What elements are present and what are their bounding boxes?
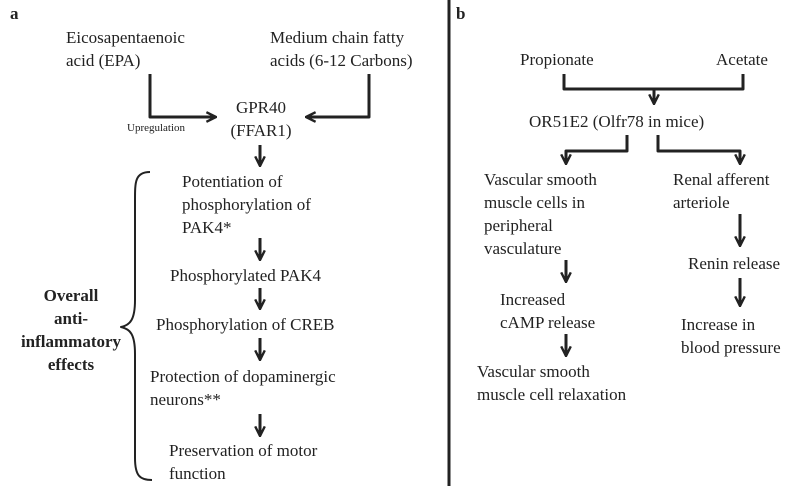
vsmc-line-1: Vascular smooth <box>484 170 597 189</box>
arrow-merge-line <box>562 74 745 91</box>
effects-line-1: Overall <box>43 286 99 305</box>
protection-line-1: Protection of dopaminergic <box>150 367 336 386</box>
effects-line-3: inflammatory <box>20 332 122 351</box>
acetate-node: Acetate <box>716 50 768 69</box>
relaxation-node: Vascular smooth muscle cell relaxation <box>477 360 626 406</box>
pressure-line-2: blood pressure <box>681 338 781 357</box>
effects-line-2: anti- <box>54 309 88 328</box>
pressure-node: Increase in blood pressure <box>681 313 781 359</box>
camp-line-1: Increased <box>500 290 566 309</box>
relaxation-line-1: Vascular smooth <box>477 362 590 381</box>
vsmc-node: Vascular smooth muscle cells in peripher… <box>484 168 597 260</box>
panel-a-label: a <box>10 4 19 23</box>
gpr40-node: GPR40 (FFAR1) <box>215 96 307 142</box>
effects-label: Overall anti- inflammatory effects <box>16 284 126 376</box>
potentiation-line-1: Potentiation of <box>182 172 283 191</box>
epa-node: Eicosapentaenoic acid (EPA) <box>66 26 185 72</box>
arteriole-node: Renal afferent arteriole <box>673 168 769 214</box>
pressure-line-1: Increase in <box>681 315 756 334</box>
protection-line-2: neurons** <box>150 390 221 409</box>
preservation-node: Preservation of motor function <box>169 439 317 485</box>
propionate-node: Propionate <box>520 50 594 69</box>
arrow-receptor-to-vsmc <box>566 135 629 164</box>
camp-line-2: cAMP release <box>500 313 596 332</box>
mcfa-node: Medium chain fatty acids (6-12 Carbons) <box>270 26 413 72</box>
vsmc-line-4: vasculature <box>484 239 562 258</box>
arrow-epa-to-gpr40 <box>148 74 216 117</box>
renin-node: Renin release <box>688 254 781 273</box>
preservation-line-2: function <box>169 464 226 483</box>
potentiation-line-3: PAK4* <box>182 218 232 237</box>
vsmc-line-3: peripheral <box>484 216 553 235</box>
relaxation-line-2: muscle cell relaxation <box>477 385 627 404</box>
phosphorylated-pak4-node: Phosphorylated PAK4 <box>170 266 321 285</box>
epa-line-2: acid (EPA) <box>66 51 141 70</box>
arrow-receptor-to-arteriole <box>656 135 740 164</box>
epa-line-1: Eicosapentaenoic <box>66 28 185 47</box>
mcfa-line-1: Medium chain fatty <box>270 28 405 47</box>
preservation-line-1: Preservation of motor <box>169 441 318 460</box>
receptor-node: OR51E2 (Olfr78 in mice) <box>529 112 705 131</box>
arrow-mcfa-to-gpr40 <box>306 74 371 117</box>
potentiation-node: Potentiation of phosphorylation of PAK4* <box>182 170 311 239</box>
arteriole-line-1: Renal afferent <box>673 170 770 189</box>
gpr40-line-2: (FFAR1) <box>230 121 292 140</box>
potentiation-line-2: phosphorylation of <box>182 195 311 214</box>
upregulation-label: Upregulation <box>127 122 186 134</box>
panel-b-label: b <box>456 4 466 23</box>
gpr40-line-1: GPR40 <box>235 98 287 117</box>
camp-node: Increased cAMP release <box>500 288 595 334</box>
arteriole-line-2: arteriole <box>673 193 730 212</box>
effects-line-4: effects <box>47 355 95 374</box>
creb-node: Phosphorylation of CREB <box>156 315 335 334</box>
vsmc-line-2: muscle cells in <box>484 193 586 212</box>
protection-node: Protection of dopaminergic neurons** <box>150 365 336 411</box>
mcfa-line-2: acids (6-12 Carbons) <box>270 51 413 70</box>
effects-brace <box>120 171 153 481</box>
